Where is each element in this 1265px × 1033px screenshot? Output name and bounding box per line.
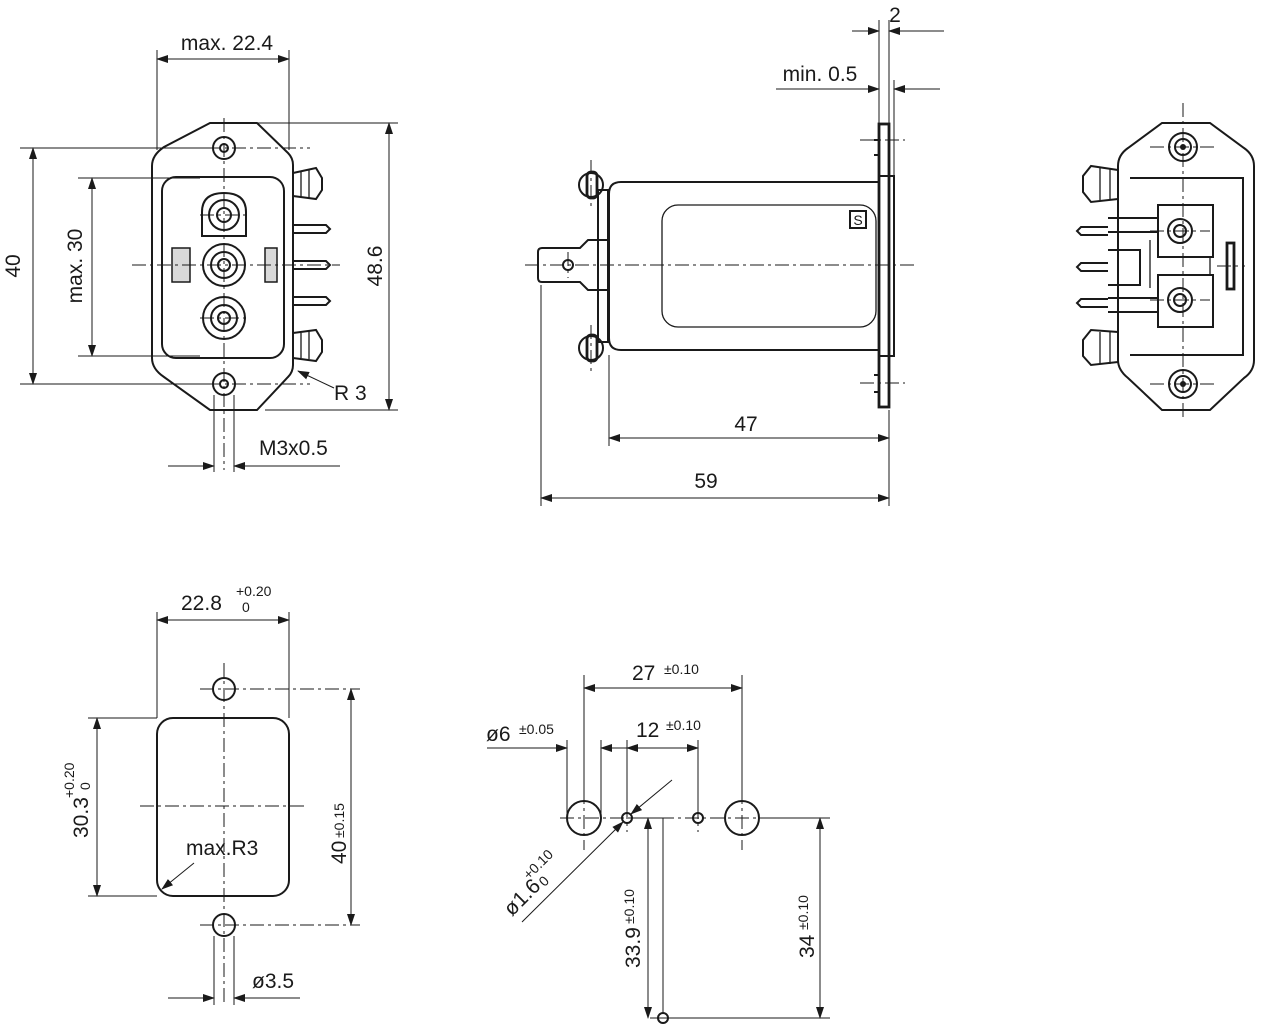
pcb-offset-a-tol: ±0.10 xyxy=(621,889,637,924)
cutout-width-tol-upper: +0.20 xyxy=(236,583,272,599)
rear-view xyxy=(1075,103,1255,420)
mount-hole-dia-label: ø3.5 xyxy=(252,970,294,993)
pcb-layout-view xyxy=(487,675,830,1024)
body-length-label: 47 xyxy=(734,413,757,436)
pcb-big-hole-label: ø6 xyxy=(486,723,511,746)
pcb-pitch-inner-label: 12 xyxy=(636,719,659,742)
pcb-small-hole-label-group: ø1.6 +0.10 0 xyxy=(499,846,556,921)
panel-cutout-view xyxy=(88,612,360,1005)
pcb-pitch-outer-label: 27 xyxy=(632,662,655,685)
cutout-width-tol-lower: 0 xyxy=(242,599,250,615)
corner-radius-label: R 3 xyxy=(334,382,367,405)
flange-thickness-label: 2 xyxy=(889,4,901,27)
marking-s-symbol: S xyxy=(853,212,862,228)
pcb-offset-b-label-group: 34 ±0.10 xyxy=(795,895,819,958)
flange-height-label: 40 xyxy=(2,254,25,277)
pcb-offset-a-label-group: 33.9 ±0.10 xyxy=(621,889,645,968)
cutout-height-label: 30.3 xyxy=(70,797,93,838)
screw-thread-label: M3x0.5 xyxy=(259,437,328,460)
panel-thickness-label: min. 0.5 xyxy=(783,63,858,86)
cutout-height-label-group: 30.3 +0.20 0 xyxy=(61,762,93,838)
pcb-offset-b-tol: ±0.10 xyxy=(795,895,811,930)
side-view: S xyxy=(525,20,944,506)
pcb-pitch-outer-tol: ±0.10 xyxy=(664,661,699,677)
cutout-height-tol-lower: 0 xyxy=(77,782,93,790)
cutout-height-tol-upper: +0.20 xyxy=(61,762,77,798)
front-view xyxy=(20,50,398,472)
pcb-offset-b-label: 34 xyxy=(796,934,819,958)
overall-length-label: 59 xyxy=(694,470,717,493)
pcb-pitch-inner-tol: ±0.10 xyxy=(666,717,701,733)
pcb-big-hole-tol: ±0.05 xyxy=(519,721,554,737)
hole-pitch-label: 40 xyxy=(328,841,351,864)
cutout-width-label: 22.8 xyxy=(181,592,222,615)
pcb-offset-a-label: 33.9 xyxy=(622,927,645,968)
cutout-radius-label: max.R3 xyxy=(186,837,258,860)
front-width-label: max. 22.4 xyxy=(181,32,274,55)
total-height-label: 48.6 xyxy=(364,246,387,287)
hole-pitch-label-group: 40 ±0.15 xyxy=(328,803,351,864)
body-height-label: max. 30 xyxy=(64,229,87,304)
hole-pitch-tol: ±0.15 xyxy=(331,803,347,838)
